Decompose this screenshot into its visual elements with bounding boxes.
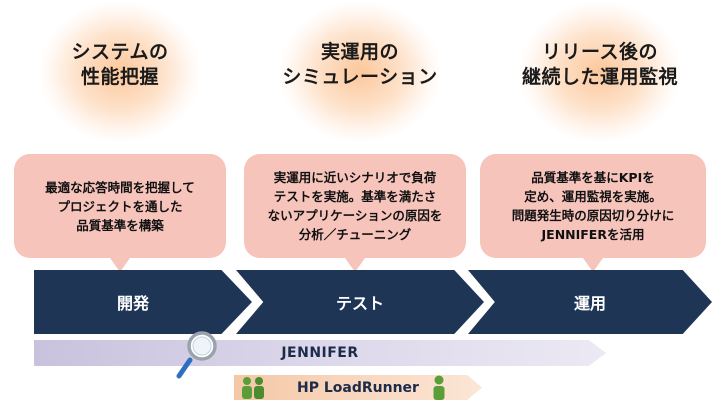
bubble-tail bbox=[110, 258, 130, 272]
bubble-line: 品質基準を構築 bbox=[76, 217, 164, 233]
heading-line: システムの bbox=[71, 41, 169, 63]
column-development: システムの 性能把握 最適な応答時間を把握して プロジェクトを通した 品質基準を… bbox=[0, 0, 240, 412]
heading-system-performance: システムの 性能把握 bbox=[0, 40, 240, 90]
bubble-line: 品質基準を基にKPIを bbox=[531, 170, 655, 185]
bubble-line: JENNIFERを活用 bbox=[541, 227, 645, 242]
bubble-line: プロジェクトを通した bbox=[57, 198, 183, 214]
bubble-text: 実運用に近いシナリオで負荷 テストを実施。基準を満たさ ないアプリケーションの原… bbox=[268, 168, 443, 244]
speech-bubble-test: 実運用に近いシナリオで負荷 テストを実施。基準を満たさ ないアプリケーションの原… bbox=[244, 154, 466, 272]
bubble-line: 問題発生時の原因切り分けに bbox=[511, 208, 675, 223]
bubble-line: ないアプリケーションの原因を bbox=[267, 208, 443, 223]
heading-simulation: 実運用の シミュレーション bbox=[240, 40, 480, 90]
speech-bubble-development: 最適な応答時間を把握して プロジェクトを通した 品質基準を構築 bbox=[14, 154, 226, 272]
tool-label-jennifer: JENNIFER bbox=[281, 345, 359, 361]
bubble-line: 実運用に近いシナリオで負荷 bbox=[273, 170, 437, 185]
heading-monitoring: リリース後の 継続した運用監視 bbox=[480, 40, 720, 90]
person-icon bbox=[433, 375, 445, 400]
bubble-line: 分析／チューニング bbox=[298, 227, 412, 242]
bubble-line: 最適な応答時間を把握して bbox=[45, 179, 195, 195]
bubble-text: 品質基準を基にKPIを 定め、運用監視を実施。 問題発生時の原因切り分けに JE… bbox=[512, 168, 675, 244]
heading-glow bbox=[280, 2, 440, 142]
bubble-line: 定め、運用監視を実施。 bbox=[524, 189, 662, 204]
magnifier-icon bbox=[176, 331, 217, 379]
phase-flow: 開発 テスト 運用 bbox=[0, 270, 720, 334]
heading-glow bbox=[40, 2, 200, 142]
people-icon bbox=[242, 377, 264, 399]
tool-label-loadrunner: HP LoadRunner bbox=[297, 379, 419, 396]
bubble-line: テストを実施。基準を満たさ bbox=[273, 189, 437, 204]
heading-line: リリース後の bbox=[541, 41, 659, 63]
bubble-tail bbox=[583, 258, 603, 272]
phase-arrow-operation: 運用 bbox=[468, 270, 712, 334]
heading-line: 性能把握 bbox=[80, 66, 159, 88]
heading-line: 継続した運用監視 bbox=[521, 66, 678, 88]
column-operation: リリース後の 継続した運用監視 品質基準を基にKPIを 定め、運用監視を実施。 … bbox=[480, 0, 720, 412]
bubble-text: 最適な応答時間を把握して プロジェクトを通した 品質基準を構築 bbox=[45, 178, 195, 235]
heading-glow bbox=[520, 2, 680, 142]
phase-arrow-development: 開発 bbox=[34, 270, 252, 334]
speech-bubble-operation: 品質基準を基にKPIを 定め、運用監視を実施。 問題発生時の原因切り分けに JE… bbox=[480, 154, 706, 272]
bubble-tail bbox=[345, 258, 365, 272]
column-test: 実運用の シミュレーション 実運用に近いシナリオで負荷 テストを実施。基準を満た… bbox=[240, 0, 480, 412]
phase-arrow-test: テスト bbox=[236, 270, 484, 334]
tool-bar-jennifer: JENNIFER bbox=[34, 340, 606, 366]
heading-line: シミュレーション bbox=[282, 66, 438, 88]
heading-line: 実運用の bbox=[320, 41, 399, 63]
